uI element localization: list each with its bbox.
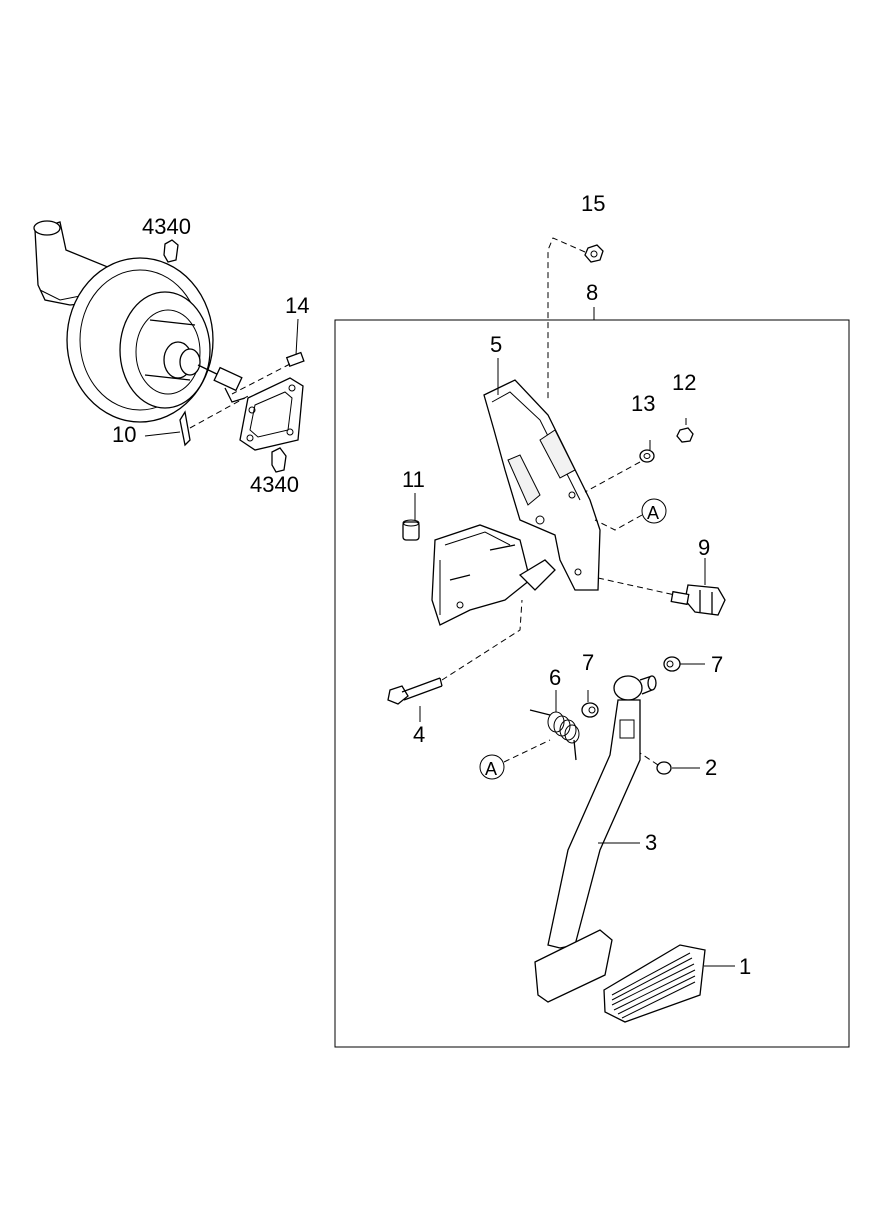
marker-a-upper-label: A <box>647 503 659 523</box>
callout-5: 5 <box>490 332 502 357</box>
callout-7b: 7 <box>711 652 723 677</box>
ref-arrow-top-icon <box>163 239 179 263</box>
pin-10 <box>144 394 251 447</box>
bushing-11 <box>402 519 420 541</box>
callout-9: 9 <box>698 535 710 560</box>
nut-12 <box>676 427 694 443</box>
stopper-2 <box>656 761 672 775</box>
callout-4: 4 <box>413 722 425 747</box>
callout-12: 12 <box>672 370 696 395</box>
callout-2: 2 <box>705 755 717 780</box>
marker-a-lower-label: A <box>485 759 497 779</box>
brake-booster <box>33 220 246 423</box>
callout-ref-4340-bottom: 4340 <box>250 472 299 497</box>
marker-a-upper <box>594 498 667 531</box>
pivot-bolt-4 <box>387 677 443 705</box>
stop-lamp-switch-9 <box>670 584 726 616</box>
callout-ref-4340-top: 4340 <box>142 214 191 239</box>
assembly-frame <box>334 319 850 1048</box>
callout-6: 6 <box>549 665 561 690</box>
callout-1: 1 <box>739 954 751 979</box>
callout-7a: 7 <box>582 650 594 675</box>
return-spring-6 <box>529 709 580 761</box>
stud-bolt-14 <box>231 351 305 395</box>
marker-a-lower <box>479 739 551 780</box>
callout-11: 11 <box>402 467 425 492</box>
washer-13 <box>639 449 655 463</box>
callout-13: 13 <box>631 391 655 416</box>
bushing-7-left <box>581 702 599 718</box>
callout-8: 8 <box>586 280 598 305</box>
callout-15: 15 <box>581 191 605 216</box>
pedal-pad-1 <box>603 944 706 1023</box>
nut-15 <box>584 244 604 263</box>
pedal-arm-3 <box>534 675 657 1003</box>
booster-gasket <box>239 377 304 451</box>
callout-14: 14 <box>285 293 309 318</box>
callout-3: 3 <box>645 830 657 855</box>
ref-arrow-bottom-icon <box>271 447 287 473</box>
callout-10: 10 <box>112 422 136 447</box>
pedal-bracket <box>431 379 601 626</box>
bushing-7-right <box>663 656 681 672</box>
